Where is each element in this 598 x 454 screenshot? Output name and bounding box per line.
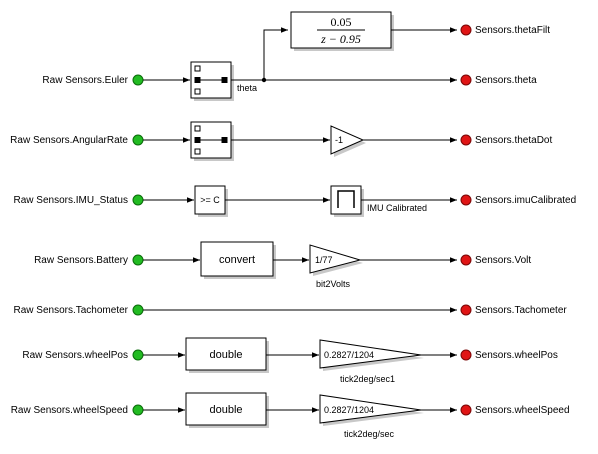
outport-thetadot[interactable] <box>460 134 472 146</box>
outport-label-tachometer: Sensors.Tachometer <box>475 305 567 316</box>
gain-block-battery[interactable]: 1/77 <box>309 244 363 276</box>
inport-angularrate[interactable] <box>132 134 144 146</box>
inport-label-wheelpos: Raw Sensors.wheelPos <box>22 350 128 361</box>
double-block-pos[interactable]: double <box>185 337 269 373</box>
wire-branch-filter <box>263 27 288 80</box>
double-speed-text: double <box>209 404 242 416</box>
inport-label-euler: Raw Sensors.Euler <box>42 75 128 86</box>
gain-battery-label: bit2Volts <box>316 279 351 289</box>
gain-block-neg[interactable]: -1 <box>330 125 366 157</box>
gain-battery-value: 1/77 <box>315 255 333 265</box>
inport-tachometer[interactable] <box>132 304 144 316</box>
compare-block[interactable]: >= C <box>194 185 228 217</box>
inport-euler[interactable] <box>132 74 144 86</box>
signal-label-theta: theta <box>237 83 257 93</box>
filter-numerator: 0.05 <box>331 15 352 29</box>
inport-label-wheelspeed: Raw Sensors.wheelSpeed <box>11 405 128 416</box>
inport-wheelpos[interactable] <box>132 349 144 361</box>
outport-label-thetafilt: Sensors.thetaFilt <box>475 25 550 36</box>
outport-thetafilt[interactable] <box>460 24 472 36</box>
outport-label-wheelspeed: Sensors.wheelSpeed <box>475 405 570 416</box>
gain-neg-value: -1 <box>335 135 343 145</box>
outport-theta[interactable] <box>460 74 472 86</box>
inport-label-tachometer: Raw Sensors.Tachometer <box>14 305 129 316</box>
inport-wheelspeed[interactable] <box>132 404 144 416</box>
outport-label-volt: Sensors.Volt <box>475 255 531 266</box>
imu-calibrated-block[interactable] <box>330 185 364 217</box>
inport-label-battery: Raw Sensors.Battery <box>34 255 128 266</box>
outport-label-theta: Sensors.theta <box>475 75 537 86</box>
gain-block-pos[interactable]: 0.2827/1204 <box>319 339 424 371</box>
discrete-filter-block[interactable]: 0.05 z − 0.95 <box>290 11 394 51</box>
outport-wheelpos[interactable] <box>460 349 472 361</box>
convert-text: convert <box>219 254 255 266</box>
outport-volt[interactable] <box>460 254 472 266</box>
outport-label-thetadot: Sensors.thetaDot <box>475 135 552 146</box>
double-pos-text: double <box>209 349 242 361</box>
selector-block-angularrate[interactable] <box>190 121 234 161</box>
gain-pos-label: tick2deg/sec1 <box>340 374 395 384</box>
outport-label-wheelpos: Sensors.wheelPos <box>475 350 558 361</box>
pulse-icon <box>337 190 355 208</box>
inport-label-imustatus: Raw Sensors.IMU_Status <box>14 195 129 206</box>
convert-block[interactable]: convert <box>200 241 276 279</box>
inport-label-angularrate: Raw Sensors.AngularRate <box>10 135 128 146</box>
double-block-speed[interactable]: double <box>185 392 269 428</box>
compare-text: >= C <box>200 195 220 205</box>
imu-block-label: IMU Calibrated <box>367 203 427 213</box>
selector-block-euler[interactable] <box>190 61 234 101</box>
outport-label-imucalibrated: Sensors.imuCalibrated <box>475 195 576 206</box>
outport-imucalibrated[interactable] <box>460 194 472 206</box>
inport-battery[interactable] <box>132 254 144 266</box>
gain-block-speed[interactable]: 0.2827/1204 <box>319 394 424 426</box>
filter-denominator: z − 0.95 <box>320 32 361 46</box>
outport-tachometer[interactable] <box>460 304 472 316</box>
inport-imustatus[interactable] <box>132 194 144 206</box>
gain-speed-value: 0.2827/1204 <box>324 405 374 415</box>
outport-wheelspeed[interactable] <box>460 404 472 416</box>
gain-speed-label: tick2deg/sec <box>344 429 395 439</box>
gain-pos-value: 0.2827/1204 <box>324 350 374 360</box>
